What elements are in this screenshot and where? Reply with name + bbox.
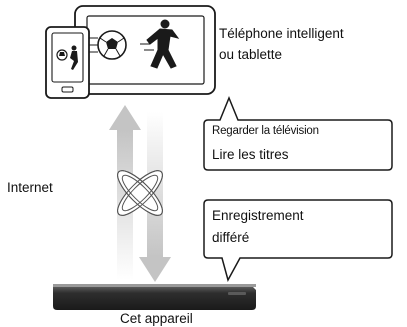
device-label-line1: Téléphone intelligent [219, 26, 344, 41]
internet-globe-icon [117, 170, 163, 216]
bubble-bottom-line2: différé [212, 230, 250, 245]
speech-bubble-top [203, 96, 393, 171]
bubble-top-line2: Lire les titres [212, 147, 289, 162]
soccer-player-icon [140, 19, 180, 69]
bubble-bottom-line1: Enregistrement [212, 208, 304, 223]
speech-bubble-bottom [203, 199, 393, 282]
soccer-ball-icon [86, 30, 127, 60]
device-label-line2: ou tablette [219, 47, 283, 62]
recorder-label: Cet appareil [120, 311, 193, 326]
smartphone-device [45, 26, 90, 99]
bubble-top-line1: Regarder la télévision [212, 125, 319, 137]
tablet-device [74, 5, 216, 95]
internet-label: Internet [7, 180, 53, 195]
recorder-device [53, 284, 256, 310]
